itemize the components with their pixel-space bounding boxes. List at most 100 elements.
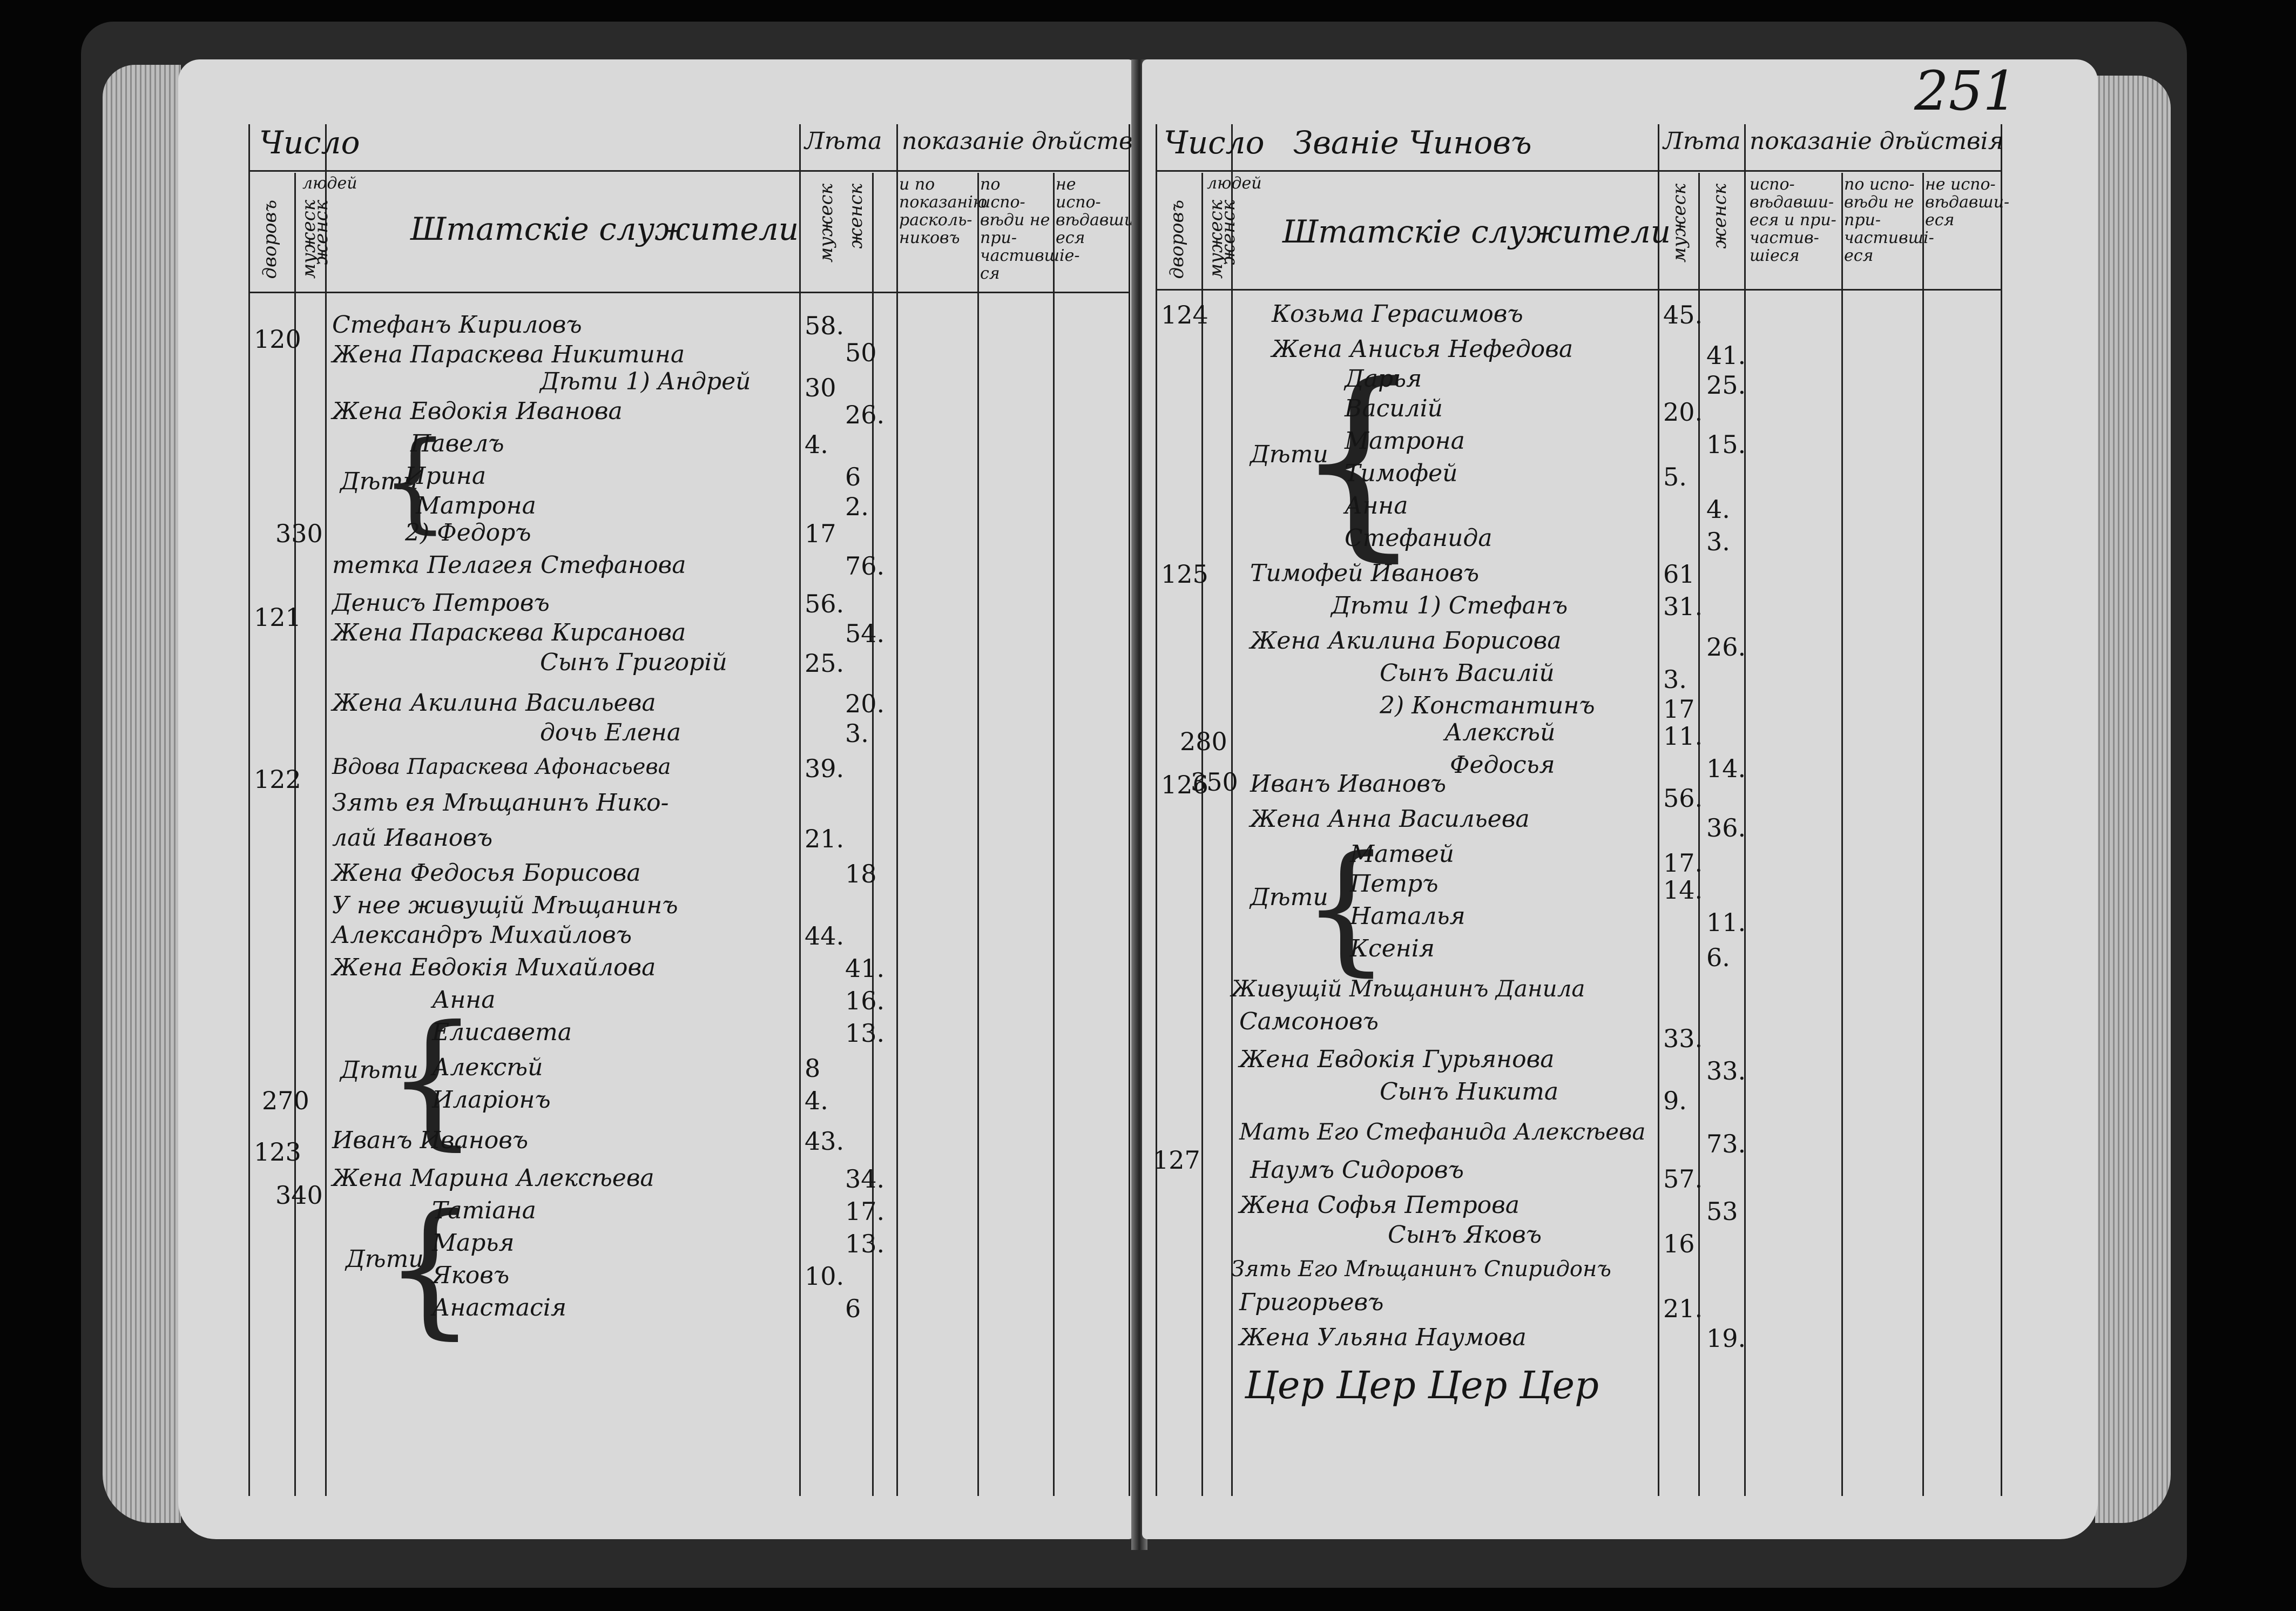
age-male: 9. — [1663, 1086, 1687, 1115]
rule — [1744, 124, 1746, 1496]
header-col-a: и по показанiю расколь-никовъ — [899, 175, 988, 247]
signature: Цер Цер Цер Цер — [1245, 1363, 1599, 1407]
age-female: 36. — [1706, 813, 1746, 842]
deti-label: Дѣти — [340, 1056, 418, 1084]
header-dvorov: дворовъ — [259, 200, 281, 279]
age-female: 34. — [845, 1164, 885, 1194]
rule — [1156, 289, 2001, 291]
entry-name: Вдова Параскева Афонасьева — [332, 754, 671, 779]
rule — [1841, 173, 1843, 1496]
age-male: 43. — [805, 1127, 845, 1156]
age-male: 17 — [1663, 695, 1695, 724]
entry-name: Федосья — [1450, 751, 1555, 779]
deti-label: Дѣти — [340, 468, 418, 495]
entry-name: Наталья — [1350, 902, 1466, 930]
age-female: 6 — [845, 1294, 861, 1323]
age-female: 25. — [1706, 370, 1746, 400]
header-let-m: мужеск — [1669, 184, 1690, 263]
entry-name: Елисавета — [432, 1019, 572, 1046]
dvor-number: 123 — [254, 1137, 301, 1167]
margin-number: 280 — [1180, 727, 1227, 756]
rule — [1156, 170, 2001, 172]
entry-name: Дарья — [1345, 365, 1422, 393]
age-female: 4. — [1706, 495, 1730, 524]
age-female: 11. — [1706, 908, 1746, 937]
entry-name: Тимофей — [1345, 460, 1458, 487]
entry-name: Жена Евдокiя Михайлова — [332, 954, 656, 981]
brace: { — [381, 419, 450, 544]
header-col-c: не испо-вѣдавши-еся — [1056, 175, 1134, 247]
age-female: 50 — [845, 338, 877, 367]
age-female: 3. — [1706, 527, 1730, 556]
entry-name: Ксенiя — [1350, 935, 1435, 962]
age-male: 58. — [805, 311, 845, 340]
rule — [1129, 124, 1130, 1496]
entry-name: Матвей — [1350, 840, 1454, 868]
entry-name: Татiана — [432, 1197, 536, 1224]
age-male: 56. — [805, 589, 845, 618]
rule — [1698, 173, 1700, 1496]
age-male: 57. — [1663, 1164, 1703, 1194]
dvor-number: 121 — [254, 603, 301, 632]
brace: { — [386, 994, 479, 1164]
entry-name: Жена Анисья Нефедова — [1272, 335, 1574, 363]
entry-name: Жена Федосья Борисова — [332, 859, 641, 887]
entry-name: Дѣти 1) Андрей — [540, 368, 751, 395]
rule — [872, 173, 874, 1496]
rule — [1201, 173, 1203, 1496]
header-let-z: женск — [1709, 184, 1731, 249]
entry-name: Григорьевъ — [1239, 1289, 1384, 1316]
age-female: 3. — [845, 719, 869, 748]
entry-name: Иларiонъ — [432, 1086, 551, 1114]
age-male: 25. — [805, 649, 845, 678]
age-female: 13. — [845, 1019, 885, 1048]
header-col-a: испо-вѣдавши-еся и при-частив-шiеся — [1750, 175, 1836, 265]
rule — [248, 124, 250, 1496]
rule — [1053, 173, 1055, 1496]
age-female: 26. — [845, 400, 885, 429]
margin-number: 350 — [1191, 767, 1238, 797]
deti-label: Дѣти — [346, 1245, 424, 1273]
age-male: 45. — [1663, 300, 1703, 329]
header-let-m: мужеск — [815, 184, 837, 263]
age-male: 33. — [1663, 1024, 1703, 1053]
dvor-number: 127 — [1153, 1145, 1200, 1175]
rule — [1658, 124, 1659, 1496]
age-female: 13. — [845, 1229, 885, 1258]
rule — [2001, 124, 2002, 1496]
age-female: 53 — [1706, 1197, 1738, 1226]
entry-name: Зять ея Мѣщанинъ Нико- — [332, 789, 669, 817]
age-female: 41. — [1706, 341, 1746, 370]
age-female: 17. — [845, 1197, 885, 1226]
entry-name: Алексѣй — [432, 1054, 543, 1081]
entry-name: Жена Софья Петрова — [1239, 1191, 1520, 1219]
age-male: 17. — [1663, 848, 1703, 878]
age-male: 21. — [1663, 1294, 1703, 1323]
header-let: Лѣта — [805, 127, 882, 155]
header-lyudey: людей — [302, 174, 357, 193]
entry-name: Павелъ — [410, 430, 504, 457]
dvor-number: 124 — [1161, 300, 1208, 329]
margin-number: 340 — [275, 1181, 323, 1210]
age-female: 73. — [1706, 1129, 1746, 1158]
entry-name: Петръ — [1350, 870, 1439, 898]
rule — [799, 124, 801, 1496]
age-female: 19. — [1706, 1324, 1746, 1353]
brace: { — [1301, 826, 1391, 989]
entry-name: Сынъ Никита — [1380, 1078, 1559, 1106]
entry-name: Зять Его Мѣщанинъ Спиридонъ — [1231, 1257, 1611, 1282]
age-female: 54. — [845, 619, 885, 648]
entry-name: тетка Пелагея Стефанова — [332, 551, 686, 579]
age-female: 15. — [1706, 430, 1746, 459]
entry-name: Анастасiя — [432, 1294, 566, 1322]
entry-name: Сынъ Яковъ — [1388, 1221, 1542, 1249]
entry-name: Дѣти 1) Стефанъ — [1331, 592, 1568, 619]
dvor-number: 125 — [1161, 560, 1208, 589]
age-female: 41. — [845, 954, 885, 983]
deti-label: Дѣти — [1250, 884, 1328, 911]
age-female: 20. — [845, 689, 885, 718]
entry-name: Жена Акилина Борисова — [1250, 627, 1562, 655]
header-title: Штатскiе служители — [1282, 213, 1671, 250]
header-chislo: Число — [259, 124, 360, 161]
entry-name: Жена Параскева Кирсанова — [332, 619, 686, 646]
